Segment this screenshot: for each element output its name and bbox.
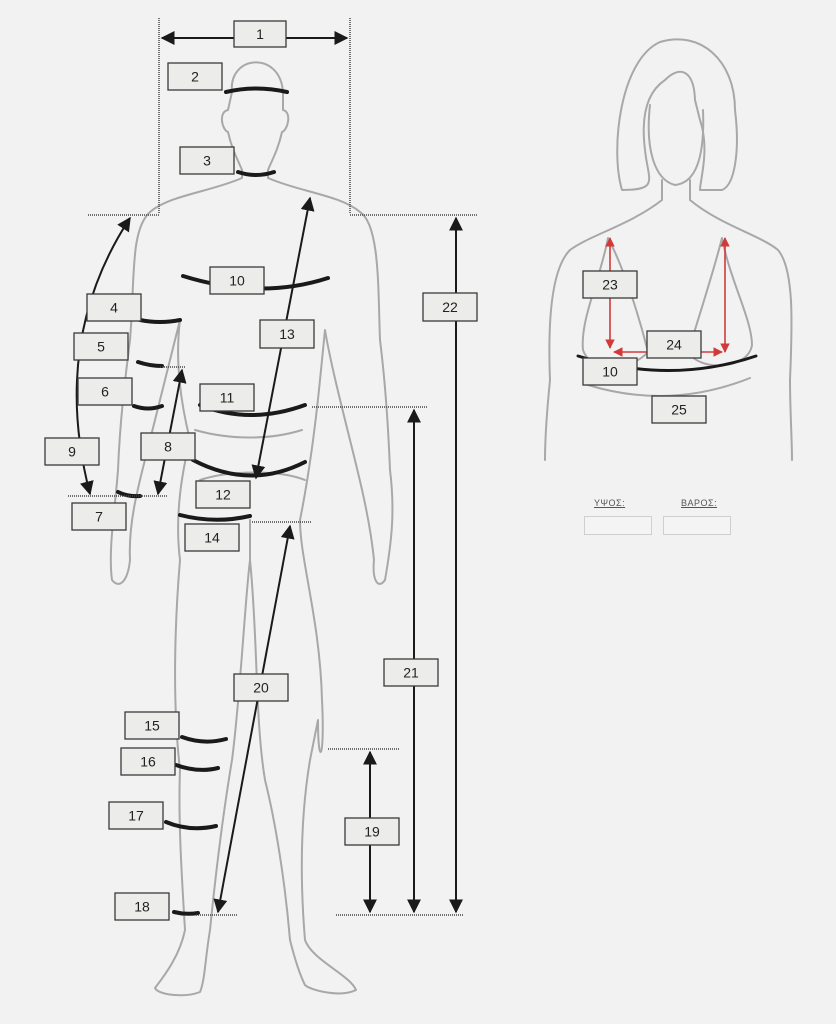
label-14: 14 (184, 523, 240, 552)
svg-text:16: 16 (140, 754, 156, 770)
svg-text:7: 7 (95, 509, 103, 525)
svg-text:12: 12 (215, 487, 231, 503)
label-22: 22 (422, 292, 478, 322)
label-21: 21 (383, 658, 439, 687)
svg-text:17: 17 (128, 808, 144, 824)
label-10: 10 (209, 266, 265, 295)
svg-text:24: 24 (666, 337, 682, 353)
label-12: 12 (195, 480, 251, 509)
weight-label: ΒΑΡΟΣ: (681, 498, 718, 508)
height-input[interactable] (584, 516, 652, 535)
svg-text:22: 22 (442, 299, 458, 315)
label-1: 1 (233, 20, 287, 48)
svg-text:9: 9 (68, 444, 76, 460)
svg-text:19: 19 (364, 824, 380, 840)
svg-text:5: 5 (97, 339, 105, 355)
label-15: 15 (124, 711, 180, 740)
svg-text:1: 1 (256, 26, 264, 42)
svg-text:18: 18 (134, 899, 150, 915)
svg-text:14: 14 (204, 530, 220, 546)
svg-text:6: 6 (101, 384, 109, 400)
weight-input[interactable] (663, 516, 731, 535)
svg-text:10: 10 (602, 364, 618, 380)
svg-text:3: 3 (203, 153, 211, 169)
label-13: 13 (259, 319, 315, 349)
svg-text:20: 20 (253, 680, 269, 696)
label-9: 9 (44, 437, 100, 466)
label-24: 24 (646, 330, 702, 359)
svg-text:25: 25 (671, 402, 687, 418)
label-6: 6 (77, 377, 133, 406)
svg-text:15: 15 (144, 718, 160, 734)
label-17: 17 (108, 801, 164, 830)
label-3: 3 (179, 146, 235, 175)
svg-text:10: 10 (229, 273, 245, 289)
label-female-10: 10 (582, 357, 638, 386)
height-label: ΥΨΟΣ: (594, 498, 626, 508)
label-11: 11 (199, 383, 255, 412)
label-23: 23 (582, 270, 638, 299)
svg-text:8: 8 (164, 439, 172, 455)
label-18: 18 (114, 892, 170, 921)
svg-text:4: 4 (110, 300, 118, 316)
svg-text:2: 2 (191, 69, 199, 85)
label-8: 8 (140, 432, 196, 461)
female-labels: 23 24 10 25 (582, 270, 707, 424)
label-20: 20 (233, 673, 289, 702)
label-2: 2 (167, 62, 223, 91)
svg-text:11: 11 (220, 390, 235, 406)
label-7: 7 (71, 502, 127, 531)
male-labels: 1 2 3 4 5 6 7 8 9 10 11 12 13 14 15 16 1… (44, 20, 478, 921)
svg-text:21: 21 (403, 665, 419, 681)
label-4: 4 (86, 293, 142, 322)
svg-text:13: 13 (279, 326, 295, 342)
svg-text:23: 23 (602, 277, 618, 293)
label-25: 25 (651, 395, 707, 424)
label-5: 5 (73, 332, 129, 361)
label-19: 19 (344, 817, 400, 846)
measurement-arrows (68, 18, 478, 916)
label-16: 16 (120, 747, 176, 776)
